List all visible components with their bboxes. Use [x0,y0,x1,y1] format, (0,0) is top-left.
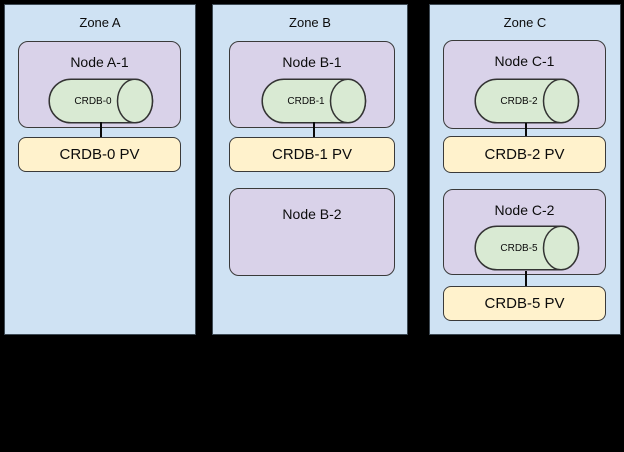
database-cylinder-icon [261,78,367,124]
crdb-1-pv-label: CRDB-1 PV [271,146,353,163]
zone-a: Zone A Node A-1 CRDB-0 CRDB-0 PV [4,4,196,335]
crdb-0-pv-label: CRDB-0 PV [59,146,140,163]
crdb-2-cylinder: CRDB-2 [474,78,580,124]
node-b-1-label: Node B-1 [282,54,342,70]
crdb-2-pv-label: CRDB-2 PV [484,146,565,163]
crdb-5-cylinder: CRDB-5 [474,225,580,271]
crdb-2-label: CRDB-2 [500,95,538,107]
database-cylinder-icon [48,78,154,124]
crdb-2-pv: CRDB-2 PV [443,136,606,173]
connector-crdb-0-to-pv [100,122,102,137]
zone-c: Zone C Node C-1 CRDB-2 CRDB-2 PV Node C-… [429,4,621,335]
node-b-2: Node B-2 [229,188,395,276]
zone-b-label: Zone B [289,15,331,30]
node-c-1: Node C-1 CRDB-2 [443,40,606,129]
node-b-2-label: Node B-2 [282,206,342,222]
database-cylinder-icon [474,78,580,124]
crdb-1-label: CRDB-1 [287,95,325,107]
zone-a-label: Zone A [79,15,121,30]
node-b-1: Node B-1 CRDB-1 [229,41,395,128]
crdb-5-label: CRDB-5 [500,242,538,254]
zone-c-label: Zone C [503,15,547,30]
node-a-1-label: Node A-1 [70,54,129,70]
crdb-0-label: CRDB-0 [74,95,112,107]
node-a-1: Node A-1 CRDB-0 [18,41,181,128]
connector-crdb-5-to-pv [525,271,527,286]
crdb-1-pv: CRDB-1 PV [229,137,395,172]
connector-crdb-2-to-pv [525,123,527,136]
node-c-1-label: Node C-1 [494,53,555,69]
node-c-2-label: Node C-2 [494,202,555,218]
crdb-1-cylinder: CRDB-1 [261,78,367,124]
zone-b: Zone B Node B-1 CRDB-1 CRDB-1 PV Node B-… [212,4,408,335]
database-cylinder-icon [474,225,580,271]
crdb-0-pv: CRDB-0 PV [18,137,181,172]
crdb-5-pv: CRDB-5 PV [443,286,606,321]
crdb-0-cylinder: CRDB-0 [48,78,154,124]
crdb-5-pv-label: CRDB-5 PV [484,295,565,312]
node-c-2: Node C-2 CRDB-5 [443,189,606,275]
connector-crdb-1-to-pv [313,122,315,137]
